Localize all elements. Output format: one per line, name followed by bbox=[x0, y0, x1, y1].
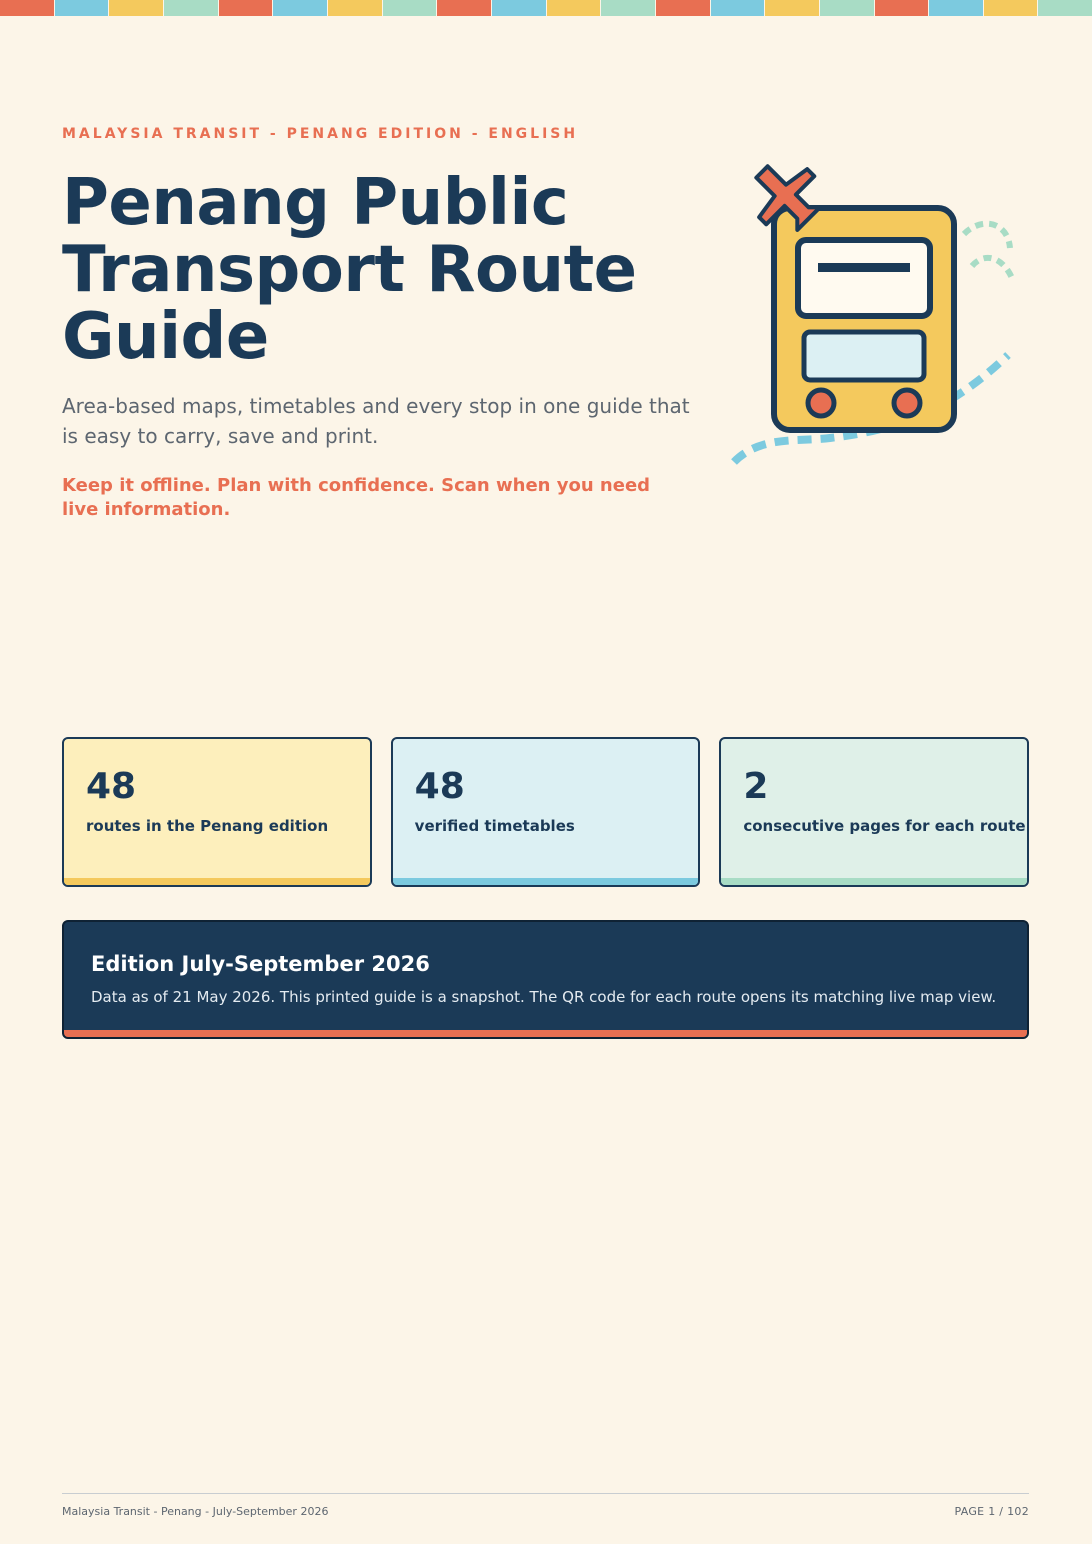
stripe-segment bbox=[54, 0, 110, 16]
stat-accent-bar bbox=[721, 878, 1028, 885]
page-title: Penang Public Transport Route Guide bbox=[62, 166, 637, 374]
footer-publication: Malaysia Transit - Penang - July-Septemb… bbox=[62, 1505, 329, 1518]
edition-accent-bar bbox=[64, 1030, 1027, 1037]
footer-divider bbox=[62, 1493, 1029, 1494]
edition-title: Edition July-September 2026 bbox=[91, 952, 430, 976]
stat-label: consecutive pages for each route bbox=[743, 817, 1026, 835]
stripe-segment bbox=[983, 0, 1039, 16]
stat-card-pages: 2 consecutive pages for each route bbox=[719, 737, 1030, 887]
kicker-label: MALAYSIA TRANSIT - PENANG EDITION - ENGL… bbox=[62, 126, 579, 142]
stripe-segment bbox=[601, 0, 656, 16]
stripe-segment bbox=[0, 0, 55, 16]
transit-illustration bbox=[720, 150, 1030, 480]
stripe-segment bbox=[655, 0, 711, 16]
stripe-segment bbox=[765, 0, 820, 16]
stat-value: 48 bbox=[86, 766, 137, 807]
tagline: Keep it offline. Plan with confidence. S… bbox=[62, 475, 651, 520]
stripe-segment bbox=[491, 0, 547, 16]
transit-illustration-svg bbox=[731, 164, 1015, 465]
stripe-segment bbox=[546, 0, 602, 16]
top-color-stripe bbox=[0, 0, 1092, 16]
stat-accent-bar bbox=[392, 878, 699, 885]
stat-value: 2 bbox=[743, 766, 769, 807]
stripe-segment bbox=[382, 0, 438, 16]
mint-swirl-decoration bbox=[961, 220, 1015, 280]
stripe-segment bbox=[327, 0, 383, 16]
stripe-segment bbox=[1038, 0, 1092, 16]
edition-text: Data as of 21 May 2026. This printed gui… bbox=[91, 988, 997, 1006]
stat-label: routes in the Penang edition bbox=[86, 817, 329, 835]
page-subtitle: Area-based maps, timetables and every st… bbox=[62, 394, 690, 448]
stripe-segment bbox=[819, 0, 875, 16]
stripe-segment bbox=[273, 0, 328, 16]
stripe-segment bbox=[218, 0, 274, 16]
stat-card-routes: 48 routes in the Penang edition bbox=[62, 737, 372, 887]
bus-icon bbox=[771, 205, 957, 433]
stats-row: 48 routes in the Penang edition 48 verif… bbox=[62, 737, 1030, 887]
stripe-segment bbox=[109, 0, 164, 16]
stripe-segment bbox=[929, 0, 984, 16]
stripe-segment bbox=[163, 0, 219, 16]
stat-card-timetables: 48 verified timetables bbox=[390, 737, 701, 887]
stat-label: verified timetables bbox=[414, 817, 575, 835]
page-number: PAGE 1 / 102 bbox=[954, 1505, 1029, 1518]
stripe-segment bbox=[874, 0, 930, 16]
edition-banner: Edition July-September 2026 Data as of 2… bbox=[62, 920, 1029, 1039]
stripe-segment bbox=[710, 0, 766, 16]
stripe-segment bbox=[437, 0, 492, 16]
plane-icon bbox=[754, 164, 822, 232]
stat-accent-bar bbox=[64, 878, 370, 885]
stat-value: 48 bbox=[414, 766, 465, 807]
